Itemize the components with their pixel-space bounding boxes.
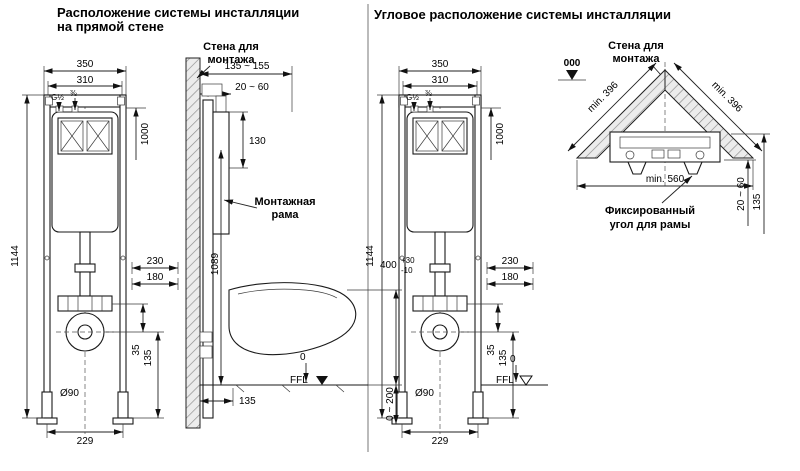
dim-0-200-label: 0 ~ 200	[385, 387, 396, 421]
toilet-bowl	[228, 282, 357, 356]
dim-20-60-label: 20 ~ 60	[235, 82, 269, 93]
ffl-label: FFL	[290, 375, 308, 386]
dim-min-560: min. 560	[576, 160, 754, 190]
title-left: Расположение системы инсталляции на прям…	[57, 5, 299, 34]
title-left-line1: Расположение системы инсталляции	[57, 5, 299, 20]
ffl-label-right: FFL	[496, 375, 514, 386]
fixed-angle-bracket-right	[683, 161, 703, 175]
dim-400-tol-plus: +30	[401, 256, 415, 265]
dim-1089: 1089	[210, 150, 224, 385]
dim-135-155-label: 135 ~ 155	[225, 61, 270, 72]
dim-gap-corner: 20 ~ 60	[724, 159, 756, 226]
wall-label-line1: Стена для	[203, 41, 259, 53]
corner-135-label: 135	[752, 193, 763, 210]
fixed-angle-label-line1: Фиксированный	[605, 205, 695, 217]
ffl-right: 0 FFL	[481, 354, 548, 386]
dim-135-bottom-label: 135	[239, 396, 256, 407]
dim-bowl-height: 400 +30 -10	[347, 256, 415, 385]
mounting-wall	[185, 57, 201, 429]
fixed-angle-label-line2: угол для рамы	[610, 219, 691, 231]
dim-depth-corner: 135	[731, 133, 770, 234]
datum-label: 000	[564, 58, 581, 69]
side-view: Стена для монтажа 135 ~ 155 20 ~ 60 130	[185, 41, 415, 429]
frame-label: Монтажная рама	[223, 196, 316, 221]
dim-depth-range: 135 ~ 155	[200, 61, 293, 112]
fixed-angle-bracket-left	[627, 161, 647, 175]
dim-400-label: 400	[380, 260, 397, 271]
title-right-text: Угловое расположение системы инсталляции	[374, 7, 671, 22]
title-right: Угловое расположение системы инсталляции	[374, 7, 671, 22]
dim-1089-label: 1089	[210, 252, 221, 275]
corner-wall-label-line1: Стена для	[608, 40, 664, 52]
fixed-angle-label: Фиксированный угол для рамы	[605, 175, 695, 231]
frame-label-line1: Монтажная	[254, 196, 315, 208]
front-view-right-extras: 0 ~ 200 0 FFL	[385, 354, 548, 424]
title-left-line2: на прямой стене	[57, 19, 164, 34]
wall-label-line2: монтажа	[208, 54, 256, 66]
zero-level-label-right: 0	[510, 354, 516, 365]
ffl-marker-right	[519, 375, 533, 386]
frame-label-line2: рама	[272, 209, 300, 221]
corner-20-60-label: 20 ~ 60	[736, 177, 747, 211]
dim-135-bottom: 135	[200, 388, 256, 407]
dim-130: 130	[229, 111, 266, 169]
dim-130-label: 130	[249, 136, 266, 147]
zero-level-label: 0	[300, 352, 306, 363]
min-560-label: min. 560	[646, 174, 685, 185]
floor-ffl: 0 FFL	[200, 352, 402, 393]
wall-label: Стена для монтажа	[196, 41, 259, 79]
dim-adjust-range: 0 ~ 200	[385, 385, 399, 424]
dim-400-tol-minus: -10	[401, 266, 413, 275]
corner-wall-label-line2: монтажа	[613, 53, 661, 65]
ffl-marker	[316, 376, 328, 385]
